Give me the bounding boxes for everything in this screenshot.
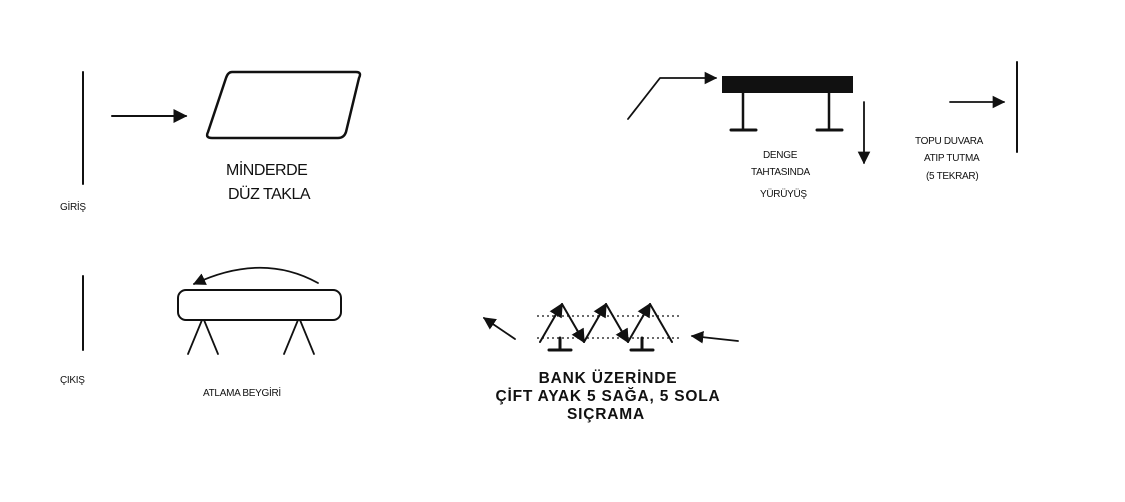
roll-label-line2: DÜZ TAKLA xyxy=(228,185,311,203)
zigzag-arrowhead-1 xyxy=(549,302,563,319)
ball-label-line1: TOPU DUVARA xyxy=(915,136,984,147)
bench-label-line1: BANK ÜZERİNDE xyxy=(539,370,678,387)
vault-label: ATLAMA BEYGİRİ xyxy=(203,386,281,399)
mat-shape xyxy=(205,70,362,140)
ball-label-line2: ATIP TUTMA xyxy=(924,153,980,164)
horse-leg-1 xyxy=(187,319,203,355)
ball-label-line3: (5 TEKRAR) xyxy=(926,171,978,182)
zigzag-arrowhead-3 xyxy=(593,302,607,319)
vaulting-horse-body xyxy=(177,289,342,321)
zigzag-arrowhead-2 xyxy=(571,327,585,344)
beam-label-line1: DENGE xyxy=(763,150,798,161)
balance-beam-top xyxy=(722,76,853,93)
zigzag-arrowhead-5 xyxy=(637,302,651,319)
beam-label-line3: YÜRÜYÜŞ xyxy=(760,188,807,200)
zigzag-arrowhead-4 xyxy=(615,327,629,344)
bench-label-line2: ÇİFT AYAK 5 SAĞA, 5 SOLA xyxy=(495,387,720,405)
bench-label-line3: SIÇRAMA xyxy=(567,406,645,423)
horse-leg-2 xyxy=(203,319,219,355)
arrow-to-beam xyxy=(627,71,718,120)
arrow-into-bench xyxy=(690,330,739,344)
horse-leg-4 xyxy=(299,319,315,355)
arrow-over-horse xyxy=(192,266,319,285)
entry-label: GİRİŞ xyxy=(60,200,86,213)
exit-label: ÇIKIŞ xyxy=(60,375,85,386)
horse-leg-3 xyxy=(283,319,299,355)
beam-label-line2: TAHTASINDA xyxy=(751,167,810,178)
roll-label-line1: MİNDERDE xyxy=(226,160,307,179)
arrow-out-of-bench xyxy=(482,317,516,340)
